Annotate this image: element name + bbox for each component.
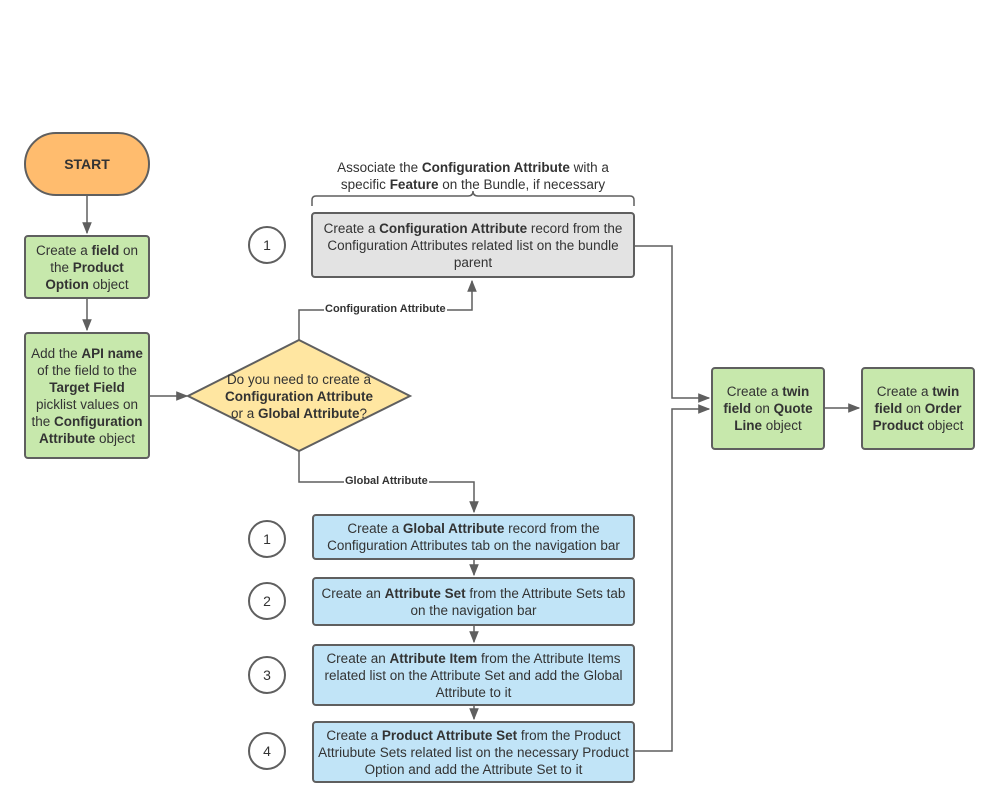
order-product-twin-field-step: Create a twin field on Order Product obj… <box>861 367 975 450</box>
global-step-3: Create an Attribute Item from the Attrib… <box>312 644 635 706</box>
global-step-2: Create an Attribute Set from the Attribu… <box>312 577 635 626</box>
api-name-text: Add the API name of the field to the Tar… <box>31 345 143 446</box>
edge-config-to-quote <box>635 245 711 403</box>
decision-diamond <box>185 338 413 453</box>
api-name-step: Add the API name of the field to the Tar… <box>24 332 150 459</box>
edge-global4-to-quote <box>635 404 711 752</box>
step-number-badge: 3 <box>248 656 286 694</box>
config-attribute-step: Create a Configuration Attribute record … <box>311 212 635 278</box>
create-field-text: Create a field on the Product Option obj… <box>35 242 139 292</box>
start-node: START <box>24 132 150 196</box>
step-number-badge: 4 <box>248 732 286 770</box>
global-step-1: Create a Global Attribute record from th… <box>312 514 635 560</box>
step-number-badge: 1 <box>248 226 286 264</box>
brace-config <box>311 190 635 206</box>
step-number-badge: 1 <box>248 520 286 558</box>
edge-label-global-attribute: Global Attribute <box>344 475 429 488</box>
feature-association-note: Associate the Configuration Attribute wi… <box>337 160 609 192</box>
global-step-4: Create a Product Attribute Set from the … <box>312 721 635 783</box>
edge-label-configuration-attribute: Configuration Attribute <box>324 303 447 316</box>
decision-question: Do you need to create a Configuration At… <box>225 371 373 421</box>
create-field-step: Create a field on the Product Option obj… <box>24 235 150 299</box>
quote-line-twin-field-step: Create a twin field on Quote Line object <box>711 367 825 450</box>
step-number-badge: 2 <box>248 582 286 620</box>
start-label: START <box>64 155 110 172</box>
